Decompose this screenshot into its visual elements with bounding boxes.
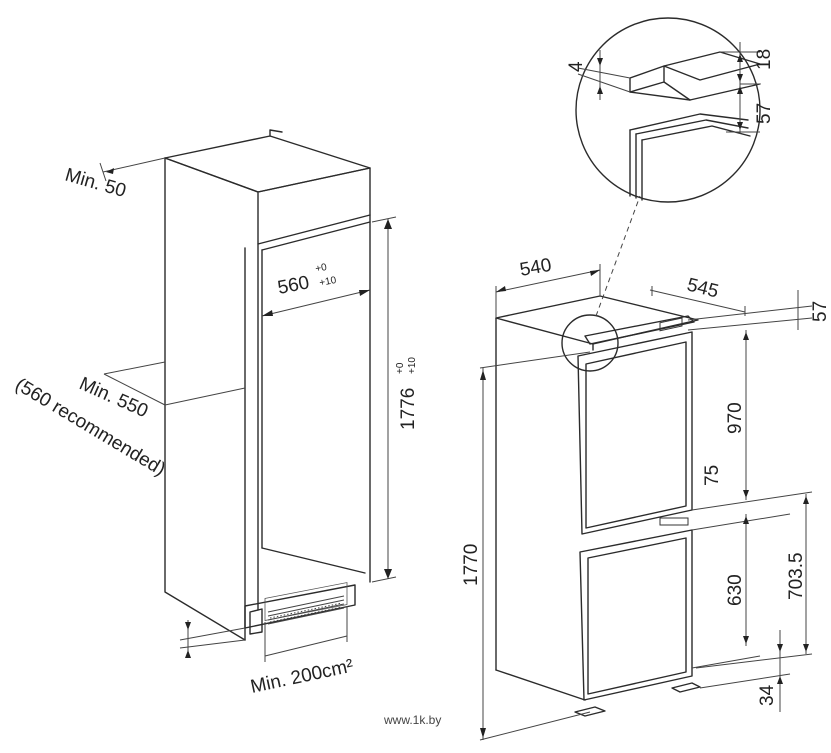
label-1776-tol-top: +0 [395,362,406,374]
label-560-tol-top: +0 [314,262,328,275]
dim-970 [743,330,749,500]
appliance-outline [495,295,701,717]
dim-545 [649,286,746,316]
dim-57 [687,290,813,331]
label-75: 75 [702,465,723,486]
label-1776: 1776 [398,388,419,430]
dim-min50 [99,157,166,182]
label-1776-tol-bot: +10 [407,357,418,374]
dim-plinth [179,620,246,658]
dim-min550 [103,361,246,406]
vent-grille [264,582,348,625]
label-57-right: 57 [810,301,831,322]
dim-703 [695,494,813,669]
watermark: www.1k.by [383,713,441,727]
label-560: 560 [276,272,311,299]
label-detail-4: 4 [566,61,587,72]
label-630: 630 [725,574,746,606]
dim-vent [264,606,348,662]
label-970: 970 [725,402,746,434]
label-703: 703.5 [786,552,807,600]
label-1770: 1770 [461,544,482,586]
label-detail-57: 57 [754,103,775,124]
detail-callout [561,195,641,372]
dim-34 [699,630,791,712]
cabinet-niche [99,129,397,662]
dim-560 [261,289,371,317]
dim-540 [495,264,601,318]
label-545: 545 [685,274,721,302]
dim-630 [691,514,761,669]
dim-1776 [371,216,397,583]
label-detail-18: 18 [754,49,775,70]
detail-bubble [575,17,761,203]
label-540: 540 [518,255,553,281]
dim-1770 [479,351,591,741]
label-34: 34 [757,684,778,706]
dim-75 [691,491,813,531]
label-560-tol-bot: +10 [318,275,337,289]
label-min50: Min. 50 [63,165,129,202]
